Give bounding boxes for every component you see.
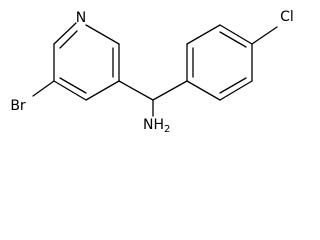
bond-c5-br: [32, 80, 55, 97]
amine-main-label: NH: [143, 117, 164, 133]
bond-ch-ring: [152, 80, 188, 101]
pyridine-ring: [53, 22, 120, 101]
bond-c3-c4: [85, 80, 120, 101]
bond-n-c2: [85, 24, 120, 45]
double-bond-c6-n: [59, 30, 78, 49]
chlorine-label: Cl: [280, 9, 294, 25]
bond-b6-b1: [186, 80, 221, 101]
double-bond-c4-c5: [59, 77, 87, 94]
bromine-label: Br: [10, 98, 26, 114]
chemical-structure-canvas: N Br Cl NH2: [10, 9, 294, 135]
amine-subscript-label: 2: [164, 124, 170, 135]
bond-ring-ch: [118, 80, 154, 101]
amine-label: NH2: [143, 117, 170, 135]
chlorophenyl-ring: [186, 24, 253, 101]
molecule-diagram: N Br Cl NH2: [10, 9, 294, 135]
bond-b5-b6: [219, 80, 253, 101]
bond-b3-b4: [219, 24, 253, 45]
bond-b4-cl: [251, 26, 278, 45]
pyridine-nitrogen-label: N: [76, 10, 86, 26]
bond-b2-b3: [186, 24, 221, 45]
bond-c6-n: [53, 22, 77, 45]
double-bond-b3-b4: [219, 31, 247, 48]
double-bond-b5-b6: [219, 77, 247, 94]
bond-c4-c5: [53, 80, 87, 101]
